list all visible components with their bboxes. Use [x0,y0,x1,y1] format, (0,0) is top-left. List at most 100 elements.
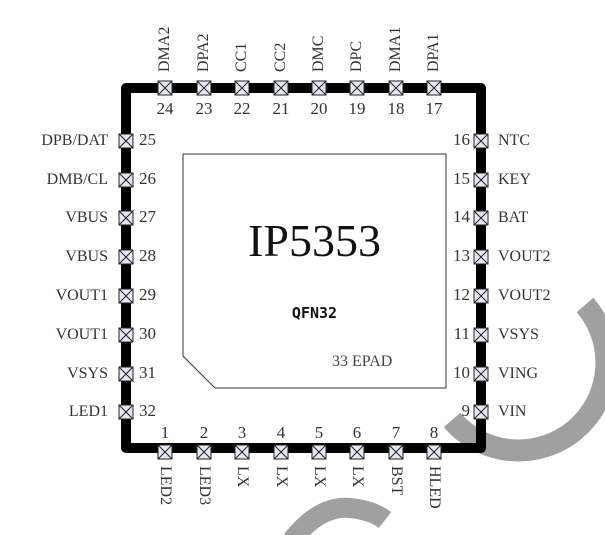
pin-pad-top-0 [157,80,173,96]
pin-pad-top-5 [349,80,365,96]
pin-pad-left-3 [118,249,134,265]
pin-number: 3 [237,423,247,442]
pin-pad-left-0 [118,133,134,149]
pin-number: 10 [453,363,470,382]
pin-number: 6 [352,423,362,442]
pin-pad-bottom-3 [273,444,289,460]
package-outline [121,83,486,453]
pin-name: VOUT1 [55,326,108,343]
pin-number: 16 [453,130,470,149]
pin-name: DMC [310,35,327,72]
pin-number: 30 [139,324,156,343]
pin-number: 26 [139,169,156,188]
watermark-arc-bottom [284,497,392,535]
pin-pad-left-7 [118,404,134,420]
pin-pad-right-1 [473,172,489,188]
pin-name: DPB/DAT [41,132,108,149]
pin-number: 2 [199,423,209,442]
pin-name: VOUT2 [498,248,551,265]
pin-pad-right-4 [473,288,489,304]
pin-pad-top-7 [426,80,442,96]
pin-name: DMA2 [156,26,173,72]
pin-name: VOUT1 [55,287,108,304]
pin-name: LED3 [196,466,213,506]
pin-pad-right-3 [473,249,489,265]
pin-number: 29 [139,285,156,304]
pin-pad-left-4 [118,288,134,304]
pin-name: LED2 [157,466,174,506]
pin-number: 12 [453,285,470,304]
pin-name: BAT [498,209,529,226]
pin-name: HLED [426,466,443,509]
pin-name: LX [311,466,328,488]
pin-name: VBUS [65,248,108,265]
pin-number: 17 [425,99,443,118]
pin-name: VBUS [65,209,108,226]
epad-label: 33 EPAD [332,353,393,370]
pin-name: BST [388,466,405,496]
pin-name: CC1 [233,42,250,72]
pin-pad-left-2 [118,210,134,226]
pin-pad-right-0 [473,133,489,149]
pin-pad-right-2 [473,210,489,226]
pin-number: 7 [391,423,401,442]
pin-number: 31 [139,363,156,382]
pin-number: 32 [139,401,156,420]
pin-number: 28 [139,246,156,265]
pin-pad-left-5 [118,327,134,343]
pin-number: 1 [160,423,170,442]
pin-pad-bottom-5 [349,444,365,460]
pin-name: VSYS [498,326,539,343]
pin-name: VIN [498,403,527,420]
pin-number: 18 [387,99,405,118]
pin-name: LED1 [68,403,108,420]
pin-name: DPC [348,40,365,72]
pin-number: 22 [233,99,251,118]
pin-pad-bottom-7 [426,444,442,460]
chip-name: IP5353 [248,215,381,266]
pin-pad-right-6 [473,366,489,382]
pin-name: DPA2 [195,33,212,72]
pin-name: LX [234,466,251,488]
pin-pad-right-5 [473,327,489,343]
pin-name: NTC [498,132,530,149]
pin-pad-top-6 [388,80,404,96]
pin-number: 14 [453,207,470,226]
pin-number: 25 [139,130,156,149]
pin-number: 8 [429,423,439,442]
pin-number: 9 [461,401,471,420]
pin-number: 27 [139,207,156,226]
pin-pad-top-2 [234,80,250,96]
pin-pad-left-1 [118,172,134,188]
pin-pad-bottom-6 [388,444,404,460]
pin-name: LX [273,466,290,488]
pin-pad-bottom-1 [196,444,212,460]
pin-pad-right-7 [473,404,489,420]
pin-number: 24 [156,99,174,118]
pin-pad-top-4 [311,80,327,96]
pin-name: DMA1 [387,26,404,72]
pin-number: 4 [276,423,286,442]
pin-name: CC2 [272,42,289,72]
pin-name: VSYS [67,365,108,382]
pin-pad-top-1 [196,80,212,96]
pin-pad-bottom-0 [157,444,173,460]
pin-name: KEY [498,171,531,188]
pin-number: 21 [272,99,290,118]
exposed-pad [182,153,447,389]
pin-pad-bottom-4 [311,444,327,460]
pin-number: 23 [195,99,213,118]
pin-number: 5 [314,423,324,442]
pin-number: 15 [453,169,470,188]
pin-pad-top-3 [273,80,289,96]
pin-pad-bottom-2 [234,444,250,460]
pin-name: VING [498,365,538,382]
pin-pad-left-6 [118,366,134,382]
pin-number: 13 [453,246,470,265]
pin-name: LX [349,466,366,488]
pin-name: VOUT2 [498,287,551,304]
package-type: QFN32 [291,304,338,322]
pin-name: DPA1 [425,33,442,72]
